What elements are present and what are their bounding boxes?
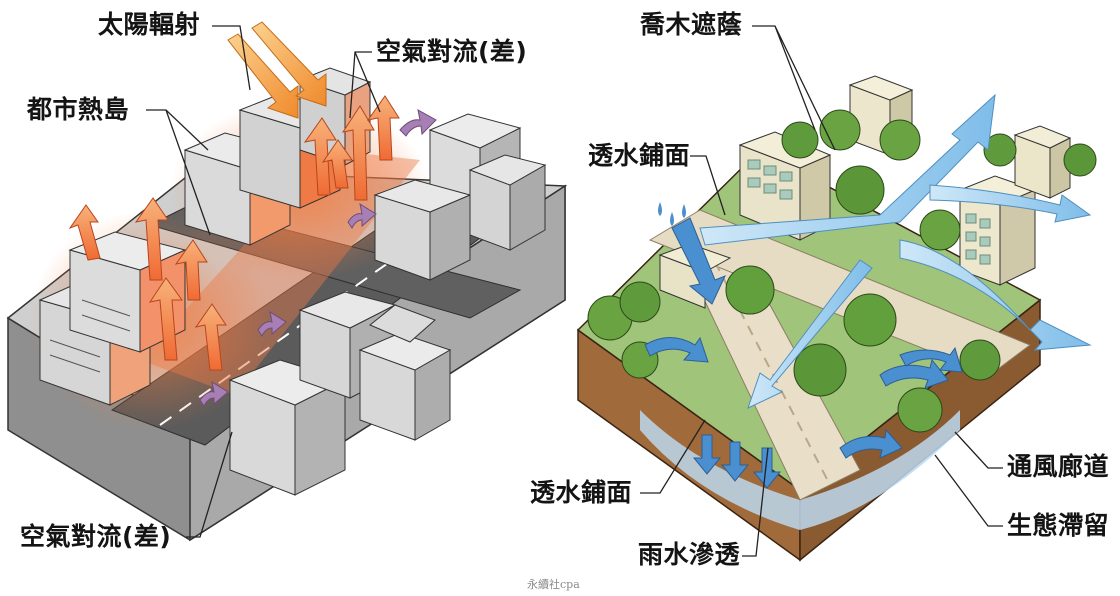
label-urban-heat-island: 都市熱島 (27, 95, 130, 124)
label-solar-radiation: 太陽輻射 (98, 10, 201, 39)
heat-island-illustration (6, 21, 568, 542)
watermark: 永續社cpa (527, 578, 580, 591)
label-ventilation-corridor: 通風廊道 (1007, 452, 1110, 481)
rain-drops (658, 202, 686, 226)
right-leader-lines (640, 25, 1003, 557)
label-air-convection-top: 空氣對流(差) (376, 37, 528, 66)
ventilation-arrows (699, 93, 1092, 409)
solar-radiation-arrows (227, 21, 327, 119)
gray-building-cluster-bottom (228, 291, 452, 496)
label-air-convection-bottom: 空氣對流(差) (20, 522, 172, 551)
label-tree-shade: 喬木遮蔭 (640, 10, 743, 39)
label-rain-infiltration: 雨水滲透 (638, 540, 741, 569)
label-permeable-paving-top: 透水鋪面 (588, 141, 691, 170)
green-infrastructure-illustration (576, 25, 1097, 562)
gray-building-cluster-right (373, 113, 547, 281)
air-convection-arrows (199, 109, 437, 407)
label-ecological-retention: 生態滯留 (1007, 511, 1110, 540)
label-permeable-paving-bottom: 透水鋪面 (530, 478, 633, 507)
heat-arrows (68, 95, 400, 371)
rain-infiltration-arrows (644, 217, 963, 489)
left-leader-lines (146, 25, 381, 538)
